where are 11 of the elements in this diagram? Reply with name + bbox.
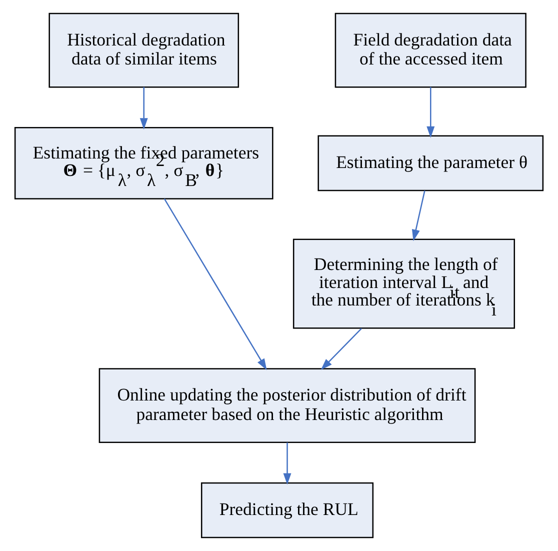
- arrow: [320, 328, 362, 370]
- arrow: [164, 198, 267, 370]
- node-box: Online updating the posterior distribution of drift parameter based on the Heuristic algorithm: [98, 368, 476, 443]
- arrow: [283, 442, 292, 485]
- arrow: [140, 87, 148, 130]
- arrow: [426, 87, 435, 138]
- node-box: Predicting the RUL: [200, 482, 374, 538]
- node-box: Historical degradation data of similar items: [48, 12, 240, 88]
- node-box: Field degradation data of the accessed item: [334, 12, 526, 88]
- arrow: [412, 190, 426, 242]
- node-box: Estimating the parameter θ: [318, 135, 544, 192]
